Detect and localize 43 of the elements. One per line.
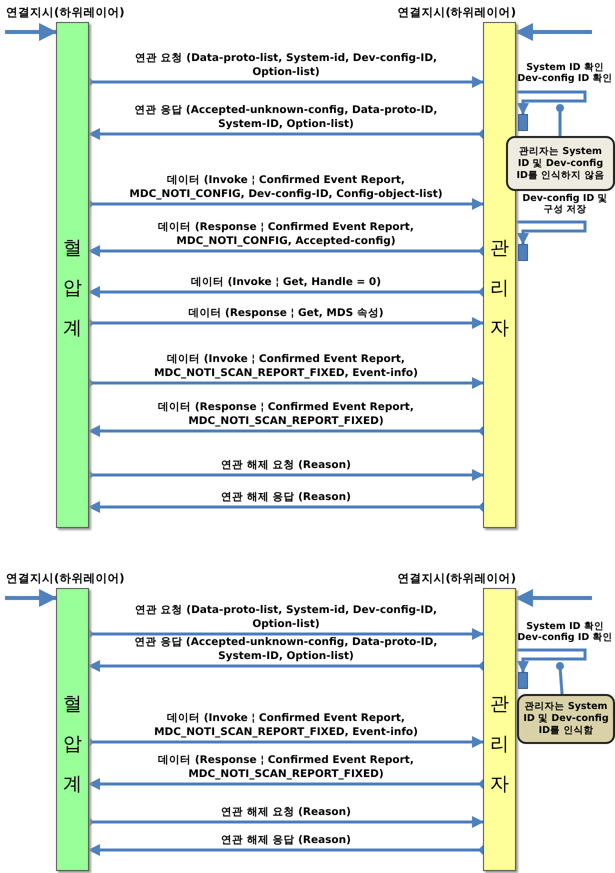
- note-box: [506, 136, 615, 191]
- arrow: [515, 23, 592, 41]
- edge-label: 데이터 (Invoke ¦ Get, Handle = 0): [190, 275, 382, 289]
- leader-line: [556, 104, 564, 136]
- lifeline-heading: 연결지시(하위레이어): [397, 571, 516, 586]
- lifeline-name: 혈압계: [62, 692, 83, 797]
- self-message-arrow: [516, 648, 586, 673]
- edge-label: 연관 해제 요청 (Reason): [221, 458, 351, 472]
- edge-label: 데이터 (Invoke ¦ Confirmed Event Report, MDC_NOTI_SCAN_REPORT_FIXED, Event-info): [153, 711, 419, 739]
- edge-label: 연관 응답 (Accepted-unknown-config, Data-proto-ID, System-ID, Option-list): [134, 103, 438, 131]
- edge-label: 데이터 (Response ¦ Confirmed Event Report, MDC_NOTI_SCAN_REPORT_FIXED): [157, 753, 415, 781]
- edge-label: System ID 확인 Dev-config ID 확인: [517, 62, 613, 84]
- edge-label: 연관 해제 응답 (Reason): [221, 833, 351, 847]
- arrow: [515, 589, 592, 607]
- lifeline-name: 관리자: [489, 236, 510, 341]
- edge-label: 데이터 (Response ¦ Get, MDS 속성): [188, 306, 384, 320]
- arrow: [5, 589, 57, 607]
- activation-bar: [518, 672, 528, 689]
- edge-label: 연관 해제 응답 (Reason): [221, 490, 351, 504]
- self-message-arrow: [516, 220, 586, 245]
- note-text: 관리자는 System ID 및 Dev-config ID를 인식함: [523, 701, 609, 737]
- edge-label: 데이터 (Response ¦ Confirmed Event Report, MDC_NOTI_SCAN_REPORT_FIXED): [157, 400, 415, 428]
- lifeline-name: 관리자: [489, 692, 510, 797]
- edge-label: Dev-config ID 및 구성 저장: [521, 193, 609, 215]
- self-message-arrow: [516, 90, 586, 115]
- edge-label: 데이터 (Invoke ¦ Confirmed Event Report, MDC_NOTI_SCAN_REPORT_FIXED, Event-info): [153, 352, 419, 380]
- note-box: [517, 694, 615, 744]
- edge-label: 데이터 (Invoke ¦ Confirmed Event Report, MDC_NOTI_CONFIG, Dev-config-ID, Config-object-list): [128, 173, 444, 201]
- edge-label: 연관 요청 (Data-proto-list, System-id, Dev-config-ID, Option-list): [134, 603, 438, 631]
- leader-line: [556, 662, 564, 694]
- lifeline-heading: 연결지시(하위레이어): [6, 571, 125, 586]
- lifeline-heading: 연결지시(하위레이어): [6, 5, 125, 20]
- note-text: 관리자는 System ID 및 Dev-config ID를 인식하지 않음: [515, 146, 606, 182]
- lifeline-name: 혈압계: [62, 236, 83, 341]
- activation-bar: [518, 244, 528, 261]
- activation-bar: [518, 114, 528, 131]
- edge-label: 연관 요청 (Data-proto-list, System-id, Dev-config-ID, Option-list): [134, 51, 438, 79]
- edge-label: System ID 확인 Dev-config ID 확인: [517, 621, 613, 643]
- lifeline-heading: 연결지시(하위레이어): [397, 5, 516, 20]
- edge-label: 연관 응답 (Accepted-unknown-config, Data-proto-ID, System-ID, Option-list): [134, 635, 438, 663]
- edge-label: 연관 해제 요청 (Reason): [221, 805, 351, 819]
- edge-label: 데이터 (Response ¦ Confirmed Event Report, MDC_NOTI_CONFIG, Accepted-config): [157, 220, 415, 248]
- arrow: [5, 23, 57, 41]
